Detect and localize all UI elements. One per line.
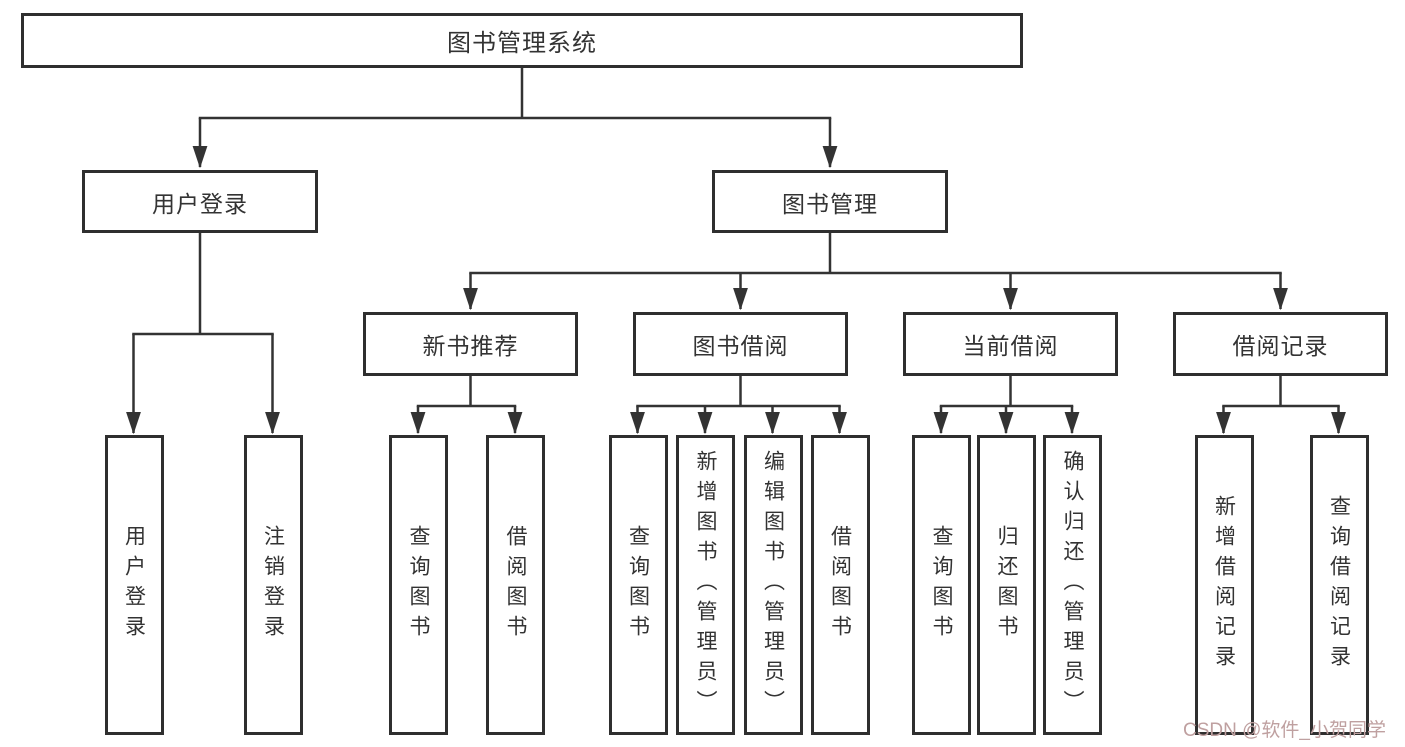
leaf-borrow-books-label: 借阅图书 (828, 525, 852, 645)
leaf-borrow-books: 借阅图书 (810, 435, 870, 735)
node-book-management-label: 图书管理 (782, 190, 878, 217)
leaf-confirm-return-admin: 确认归还（管理员） (1043, 435, 1102, 735)
leaf-user-login-label: 用户登录 (122, 525, 146, 645)
leaf-add-borrow-record-label: 新增借阅记录 (1212, 495, 1236, 675)
node-current-borrow-label: 当前借阅 (962, 333, 1059, 359)
node-current-borrow: 当前借阅 (903, 312, 1118, 376)
leaf-confirm-return-admin-label: 确认归还（管理员） (1061, 450, 1084, 720)
node-user-login: 用户登录 (82, 170, 318, 233)
leaf-query-books-current-label: 查询图书 (930, 525, 953, 645)
leaf-query-books-recommend: 查询图书 (389, 435, 448, 735)
leaf-user-login: 用户登录 (104, 435, 164, 735)
leaf-edit-book-admin-label: 编辑图书（管理员） (761, 450, 785, 720)
leaf-query-books-current: 查询图书 (912, 435, 971, 735)
node-borrow-records-label: 借阅记录 (1232, 333, 1329, 359)
leaf-query-books-borrow: 查询图书 (608, 435, 668, 735)
leaf-query-borrow-record: 查询借阅记录 (1309, 435, 1369, 735)
node-new-book-recommend: 新书推荐 (363, 312, 578, 376)
node-book-management: 图书管理 (712, 170, 948, 233)
leaf-logout: 注销登录 (243, 435, 303, 735)
leaf-add-borrow-record: 新增借阅记录 (1194, 435, 1254, 735)
leaf-edit-book-admin: 编辑图书（管理员） (743, 435, 803, 735)
leaf-return-book: 归还图书 (977, 435, 1036, 735)
node-borrow-records: 借阅记录 (1173, 312, 1388, 376)
leaf-logout-label: 注销登录 (261, 525, 285, 645)
node-book-borrow-label: 图书借阅 (692, 333, 789, 359)
leaf-add-book-admin: 新增图书（管理员） (676, 435, 735, 735)
node-new-book-recommend-label: 新书推荐 (422, 333, 519, 359)
leaf-return-book-label: 归还图书 (995, 525, 1018, 645)
node-library-system: 图书管理系统 (21, 13, 1023, 68)
leaf-query-books-borrow-label: 查询图书 (626, 525, 650, 645)
leaf-add-book-admin-label: 新增图书（管理员） (694, 450, 717, 720)
node-user-login-label: 用户登录 (152, 190, 248, 217)
csdn-watermark: CSDN @软件_小贺同学 (1183, 720, 1386, 741)
leaf-query-borrow-record-label: 查询借阅记录 (1327, 495, 1351, 675)
leaf-query-books-recommend-label: 查询图书 (407, 525, 430, 645)
leaf-borrow-books-recommend: 借阅图书 (486, 435, 545, 735)
leaf-borrow-books-recommend-label: 借阅图书 (504, 525, 527, 645)
node-book-borrow: 图书借阅 (633, 312, 848, 376)
node-library-system-label: 图书管理系统 (447, 30, 597, 57)
